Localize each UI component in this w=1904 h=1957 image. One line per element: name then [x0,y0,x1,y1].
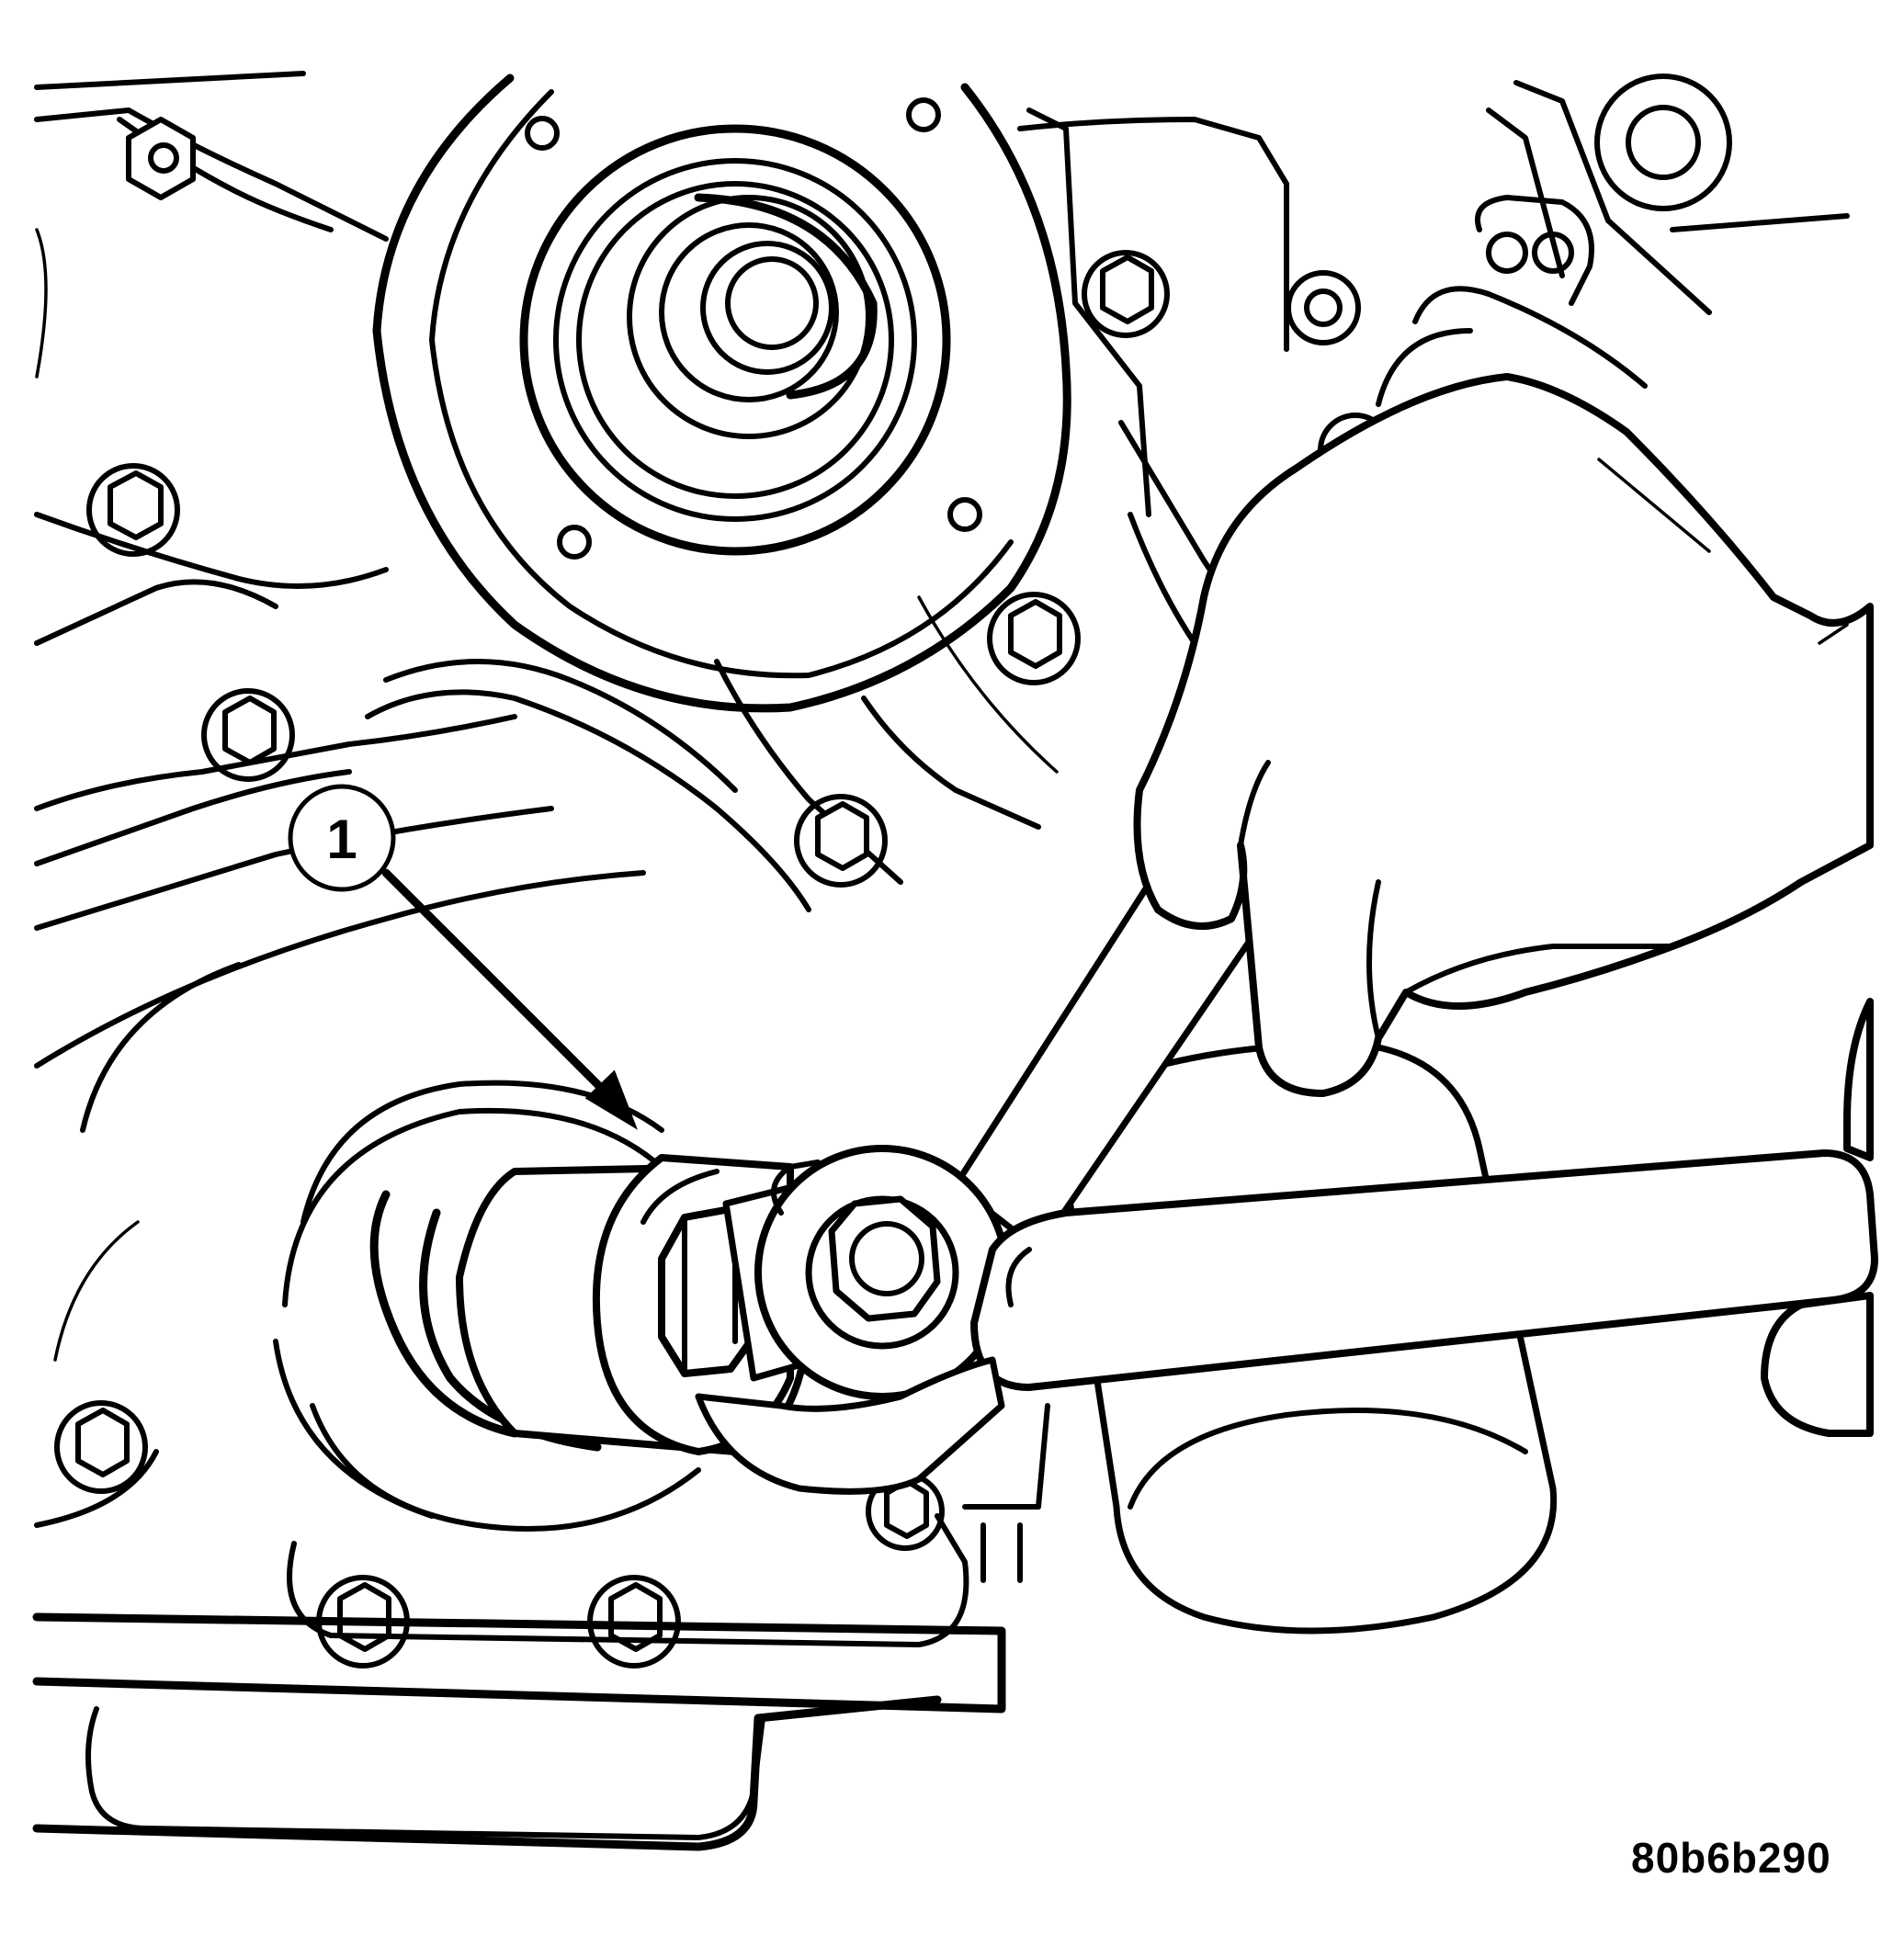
bolt-icon [987,592,1081,685]
hand-lower [1761,998,1874,1437]
bolt-icon [201,688,295,782]
tool-handle [695,1149,1878,1495]
callout-label: 1 [326,809,357,870]
cover-bolts [54,117,1170,1669]
callout-1: 1 [288,784,638,1130]
bolt-icon [794,794,888,888]
bolt-icon [86,463,180,557]
callout-bubble [288,784,396,892]
hand-upper [1133,373,1874,1097]
figure-code: 80b6b290 [1631,1834,1831,1882]
bolt-icon [1082,250,1170,338]
bolt-icon [126,117,196,200]
water-pump-assembly [372,74,1071,713]
oil-pan [32,1403,1050,1851]
arrowhead-icon [584,1069,638,1130]
bolt-icon [54,1400,148,1494]
leader-line [381,868,616,1103]
